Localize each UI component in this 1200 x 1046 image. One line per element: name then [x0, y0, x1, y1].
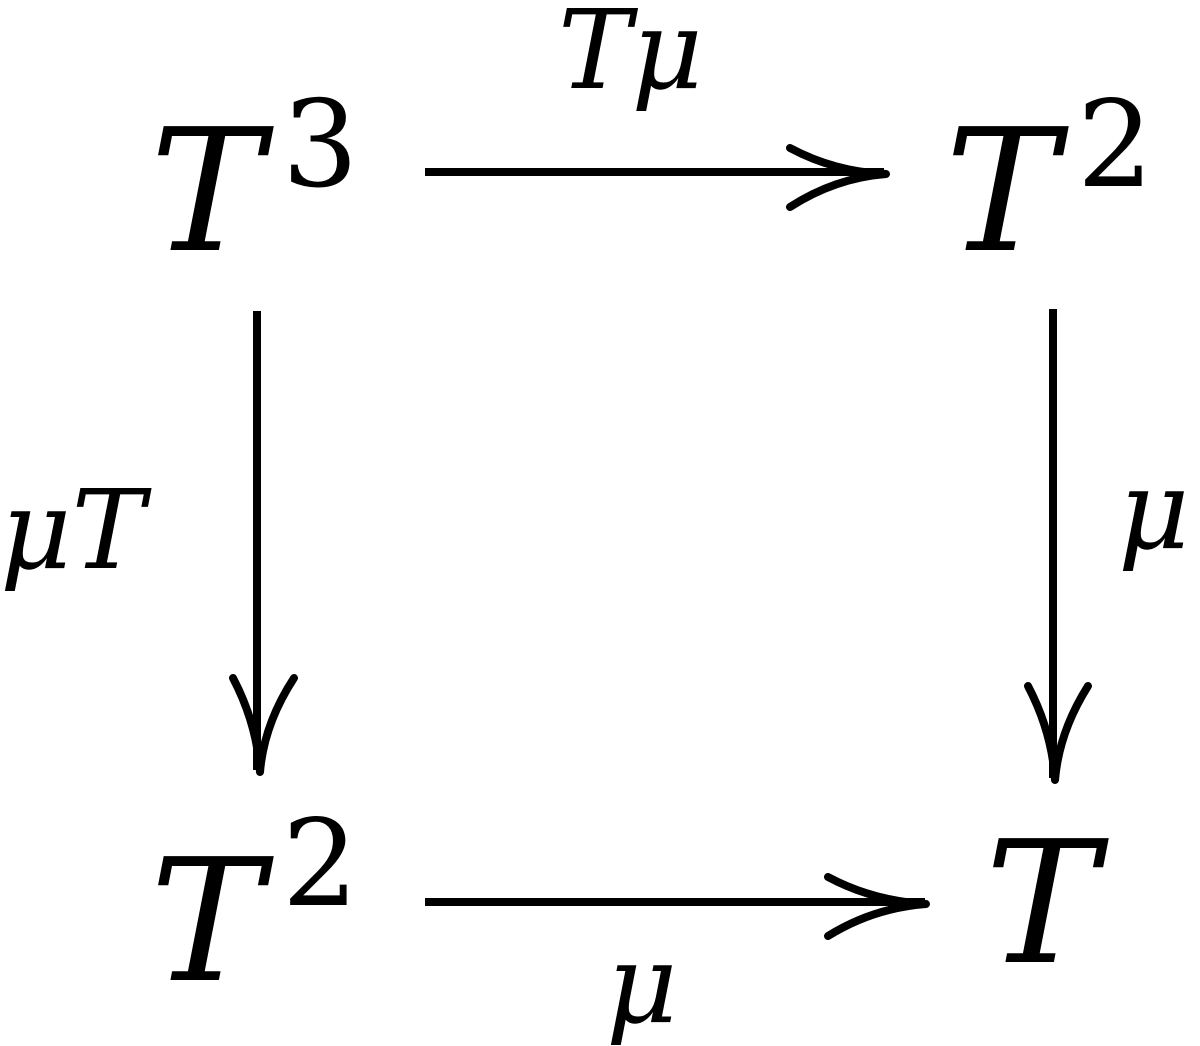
- node-top-left-base: T: [150, 93, 274, 291]
- edge-left: μT: [0, 311, 298, 776]
- node-top-right: T 2: [945, 76, 1153, 291]
- node-top-right-exponent: 2: [1077, 76, 1153, 215]
- edge-top: Tμ: [425, 0, 890, 211]
- node-bottom-left: T 2: [150, 795, 358, 1021]
- node-bottom-right-base: T: [985, 805, 1109, 1003]
- edge-top-label: Tμ: [558, 0, 703, 114]
- edge-bottom-arrowhead: [824, 873, 930, 940]
- edge-right: μ: [1024, 309, 1190, 784]
- edge-bottom-label: μ: [606, 920, 678, 1046]
- edge-right-label: μ: [1118, 446, 1190, 574]
- node-top-right-base: T: [945, 93, 1069, 291]
- edge-bottom: μ: [425, 873, 930, 1046]
- node-bottom-left-exponent: 2: [282, 795, 358, 934]
- node-bottom-right: T: [985, 805, 1109, 1003]
- edge-left-arrowhead: [229, 674, 298, 776]
- edge-top-arrowhead: [786, 144, 890, 211]
- edge-left-label: μT: [0, 466, 152, 594]
- edge-right-arrowhead: [1024, 682, 1092, 784]
- node-top-left-exponent: 3: [282, 76, 358, 215]
- node-bottom-left-base: T: [150, 823, 274, 1021]
- node-top-left: T 3: [150, 76, 358, 291]
